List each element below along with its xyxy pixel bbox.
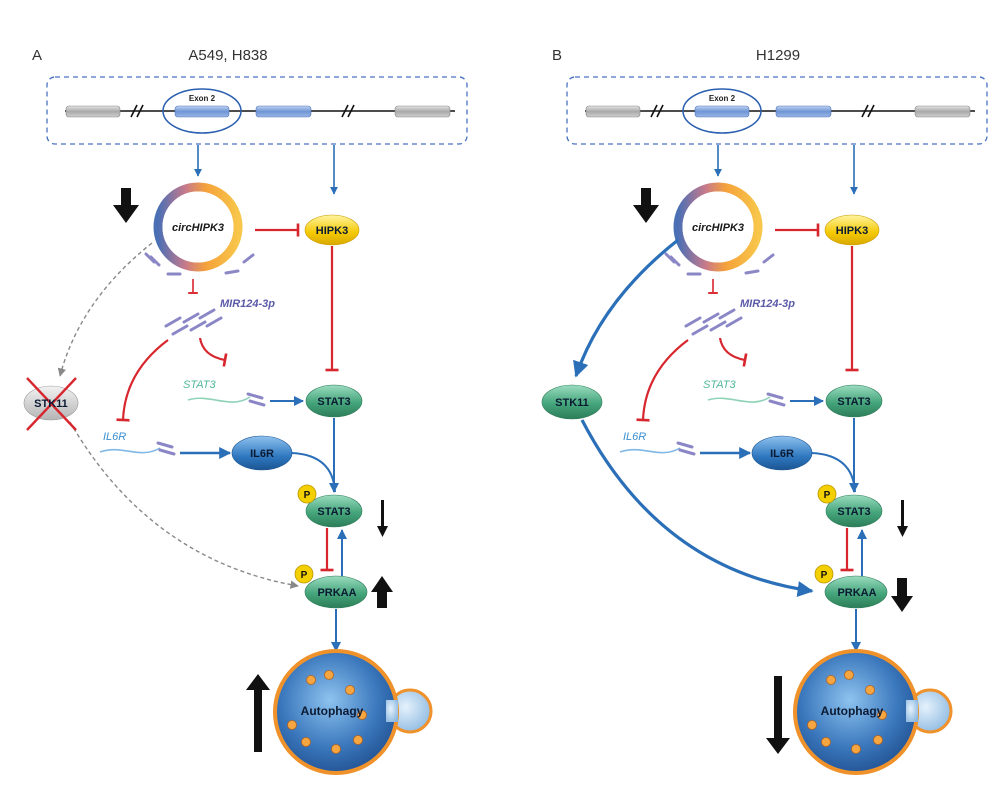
stk11-to-prkaa-dashed-arrow [69, 421, 299, 589]
autophagy-up-arrow [246, 674, 270, 752]
prkaa-up-arrow [371, 576, 393, 608]
il6r-mrna-label-a: IL6R [103, 431, 126, 443]
panel-b: B H1299 Exon 2 circHIPK3 HIPK3 MIR124-3p… [541, 47, 987, 773]
panel-a: A A549, H838 Exon 2 circHIPK3 HIPK3 MIR1… [23, 47, 467, 773]
panel-letter-a: A [32, 47, 42, 64]
stk11-label-b: STK11 [555, 397, 589, 409]
stk11-node-deleted [23, 377, 79, 431]
cell-lines-title-b: H1299 [756, 47, 800, 64]
circhipk3-label-a: circHIPK3 [172, 222, 224, 234]
stk11-label-a: STK11 [34, 398, 68, 410]
exon-label-a: Exon 2 [189, 94, 216, 103]
autophagy-label-b: Autophagy [821, 704, 884, 718]
p-label-prkaa-b: P [821, 570, 828, 581]
il6r-label-b: IL6R [770, 448, 794, 460]
hipk3-label-b: HIPK3 [836, 225, 868, 237]
hipk3-label-a: HIPK3 [316, 225, 348, 237]
pstat3-down-arrow [377, 500, 388, 537]
mir124-label-b: MIR124-3p [740, 298, 795, 310]
circ-down-arrow [113, 188, 139, 223]
prkaa-label-b: PRKAA [837, 587, 876, 599]
stat3-mrna-label-b: STAT3 [703, 379, 736, 391]
prkaa-label-a: PRKAA [317, 587, 356, 599]
exon-label-b: Exon 2 [709, 94, 736, 103]
prkaa-down-arrow-b [891, 578, 913, 612]
stk11-to-prkaa-arrow [580, 419, 814, 597]
il6r-label-a: IL6R [250, 448, 274, 460]
mir124-label-a: MIR124-3p [220, 298, 275, 310]
stk11-node [541, 384, 603, 420]
stat3-mrna-label-a: STAT3 [183, 379, 216, 391]
p-label-stat3-a: P [304, 490, 311, 501]
circ-down-arrow-b [633, 188, 659, 223]
il6r-mrna-label-b: IL6R [623, 431, 646, 443]
autophagy-down-arrow-b [766, 676, 790, 754]
p-label-prkaa-a: P [301, 570, 308, 581]
stat3-label-a: STAT3 [317, 396, 350, 408]
pstat3-label-a: STAT3 [317, 506, 350, 518]
circ-to-stk11-dashed-arrow [57, 242, 153, 377]
pstat3-down-arrow-b [897, 500, 908, 537]
p-label-stat3-b: P [824, 490, 831, 501]
panel-letter-b: B [552, 47, 562, 64]
autophagy-label-a: Autophagy [301, 704, 364, 718]
stat3-label-b: STAT3 [837, 396, 870, 408]
circ-to-stk11-arrow [573, 238, 679, 378]
pstat3-label-b: STAT3 [837, 506, 870, 518]
cell-lines-title-a: A549, H838 [188, 47, 267, 64]
circhipk3-label-b: circHIPK3 [692, 222, 744, 234]
